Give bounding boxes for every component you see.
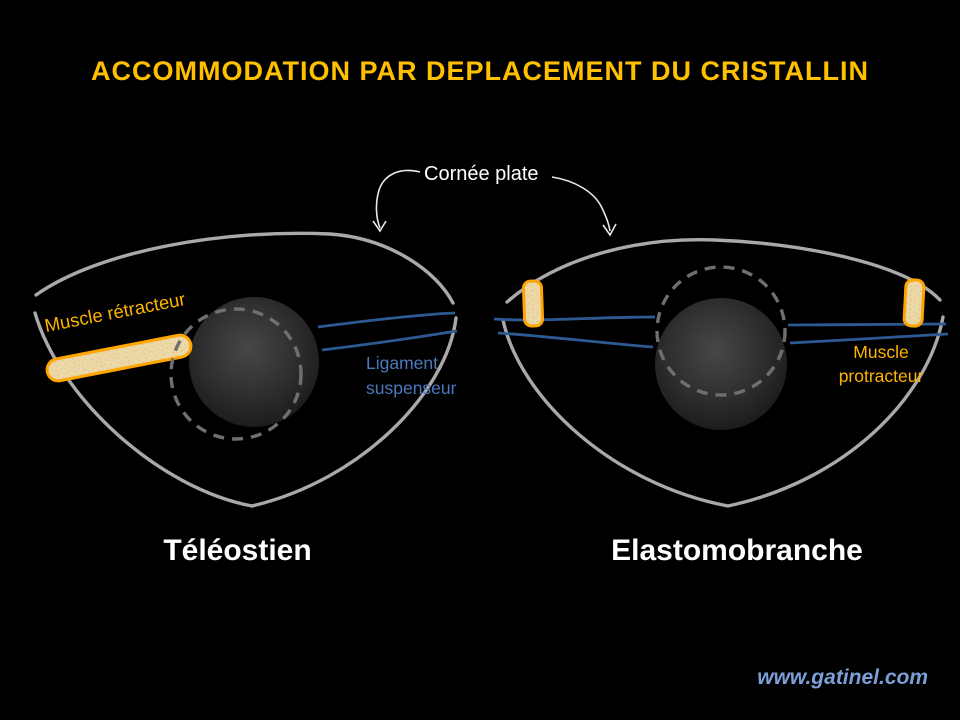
right-eye-caption: Elastomobranche — [611, 534, 863, 567]
right-lens-previous-position — [655, 265, 787, 397]
suspensory-ligament-label: Ligament suspenseur — [366, 351, 456, 401]
left-ligament-line-upper — [317, 311, 456, 329]
right-eye-outline-top — [505, 237, 942, 304]
left-lens — [189, 297, 319, 427]
page-title: ACCOMMODATION PAR DEPLACEMENT DU CRISTAL… — [91, 56, 869, 86]
left-lens-previous-position — [169, 307, 303, 441]
right-lens — [655, 298, 787, 430]
protractor-muscle-left — [521, 279, 545, 328]
right-eye-outline-bottom — [501, 315, 945, 508]
arrowhead-right-icon — [602, 223, 617, 237]
protractor-muscle-label: Muscle protracteur — [820, 341, 942, 388]
left-eye — [33, 231, 458, 508]
cornea-arrow-left — [372, 169, 421, 233]
website-link: www.gatinel.com — [757, 666, 928, 689]
ligament-label-line2: suspenseur — [366, 377, 457, 398]
protractor-muscle-right — [902, 278, 926, 328]
right-ligament-line-left-upper — [493, 315, 656, 322]
right-ligament-line-right-lower — [789, 332, 949, 345]
left-eye-outline-top — [34, 231, 455, 305]
left-ligament-line-lower — [321, 329, 458, 352]
left-eye-caption: Téléostien — [163, 534, 312, 567]
left-eye-outline-bottom — [33, 311, 458, 508]
right-eye — [493, 237, 949, 508]
arrowhead-left-icon — [372, 220, 387, 233]
ligament-label-line1: Ligament — [366, 353, 438, 373]
retractor-muscle — [45, 333, 193, 383]
protractor-label-line1: Muscle — [853, 342, 909, 362]
cornea-arrow-right — [551, 176, 617, 237]
right-ligament-line-right-upper — [787, 322, 947, 327]
protractor-label-line2: protracteur — [838, 365, 924, 386]
right-ligament-line-left-lower — [497, 331, 654, 349]
cornea-label: Cornée plate — [424, 163, 539, 185]
